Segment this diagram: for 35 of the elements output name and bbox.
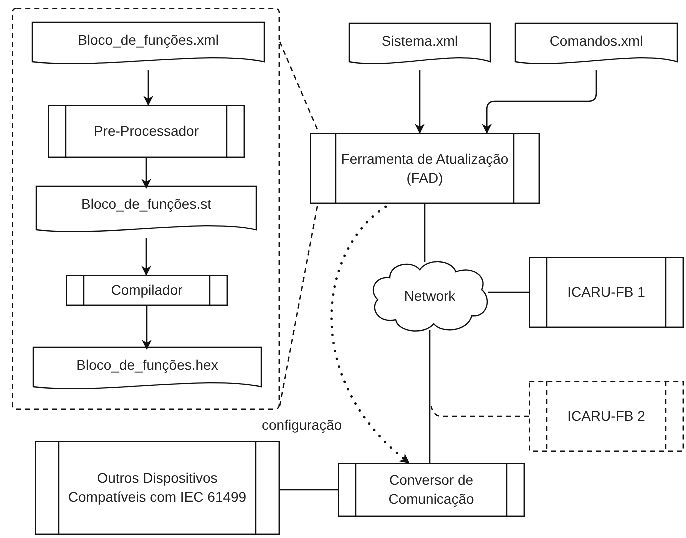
node-label: Bloco_de_funções.xml [78, 31, 219, 50]
process-box [35, 441, 280, 535]
arrow [482, 70, 598, 134]
node-label: Sistema.xml [382, 32, 458, 51]
process-box [48, 105, 245, 158]
process-box [529, 381, 684, 452]
process-box [66, 275, 228, 306]
group-frame [12, 8, 280, 410]
connector-line [280, 489, 338, 491]
edge-label: configuração [262, 417, 342, 434]
node-label: Conversor de Comunicação [388, 471, 476, 509]
node-label: ICARU-FB 1 [568, 283, 646, 302]
process-box [338, 463, 525, 517]
node-label: Compilador [111, 281, 183, 300]
arrow [142, 306, 152, 350]
dotted-arrow [330, 206, 410, 464]
arrow [144, 70, 154, 106]
dashed-line [279, 204, 319, 406]
node-label: Pre-Processador [94, 122, 200, 141]
node-label: Bloco_de_funções.hex [76, 356, 218, 375]
dashed-line [430, 406, 529, 418]
connector-line [488, 292, 529, 294]
node-label: Network [404, 286, 456, 306]
arrow [415, 70, 425, 134]
connector-line [429, 330, 431, 463]
arrow [142, 158, 152, 189]
connector-line [424, 204, 426, 262]
node-label: Bloco_de_funções.st [82, 195, 212, 214]
process-box [529, 257, 684, 328]
node-label: ICARU-FB 2 [568, 407, 646, 426]
node-label: Comandos.xml [550, 32, 644, 51]
arrow [142, 238, 152, 276]
process-box [310, 133, 540, 204]
node-label: Outros Dispositivos Compatíveis com IEC 61499 [67, 469, 248, 507]
node-label: Ferramenta de Atualização (FAD) [340, 150, 510, 188]
